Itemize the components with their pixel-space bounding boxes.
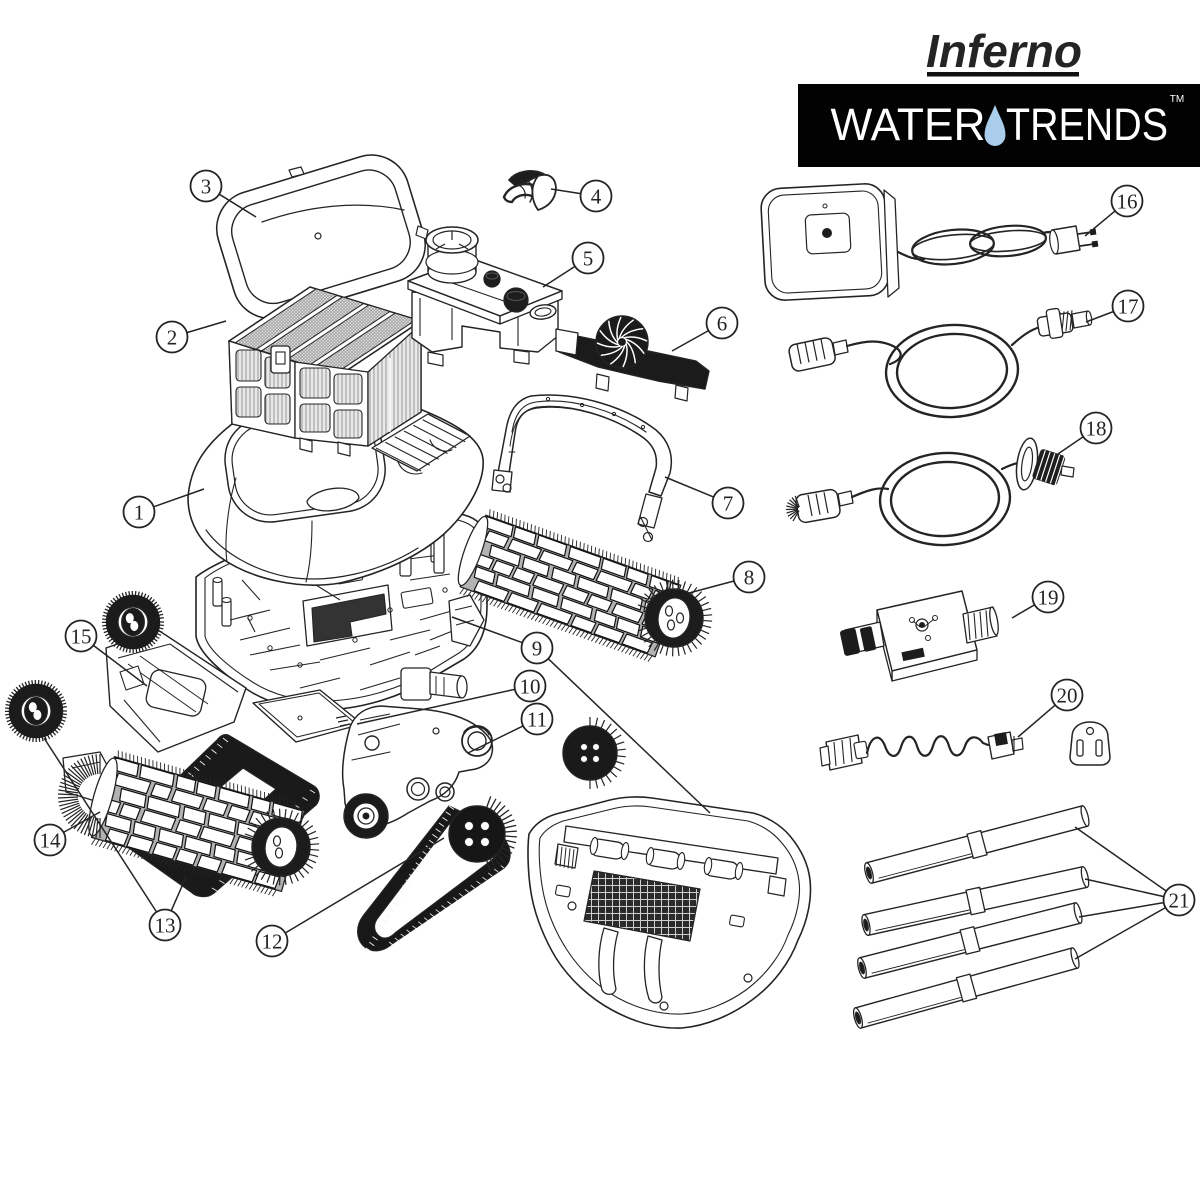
svg-text:15: 15 <box>71 625 92 649</box>
svg-text:14: 14 <box>40 829 62 853</box>
svg-text:19: 19 <box>1038 586 1059 610</box>
svg-text:2: 2 <box>167 326 178 350</box>
svg-text:5: 5 <box>583 247 594 271</box>
svg-text:18: 18 <box>1086 417 1107 441</box>
svg-text:6: 6 <box>717 312 728 336</box>
svg-text:21: 21 <box>1169 889 1190 913</box>
svg-text:TM: TM <box>1170 94 1184 105</box>
svg-text:Inferno: Inferno <box>926 25 1082 77</box>
svg-text:8: 8 <box>744 566 755 590</box>
svg-text:1: 1 <box>134 501 145 525</box>
svg-text:7: 7 <box>723 492 734 516</box>
svg-text:WATER: WATER <box>831 99 986 150</box>
svg-text:9: 9 <box>532 637 543 661</box>
svg-text:10: 10 <box>520 675 541 699</box>
svg-text:16: 16 <box>1117 190 1138 214</box>
svg-text:12: 12 <box>262 930 283 954</box>
svg-text:3: 3 <box>201 175 212 199</box>
svg-text:11: 11 <box>527 708 547 732</box>
svg-text:13: 13 <box>155 914 176 938</box>
svg-text:17: 17 <box>1118 295 1139 319</box>
svg-text:20: 20 <box>1057 684 1078 708</box>
svg-text:4: 4 <box>591 185 602 209</box>
svg-text:TRENDS: TRENDS <box>1006 99 1168 150</box>
